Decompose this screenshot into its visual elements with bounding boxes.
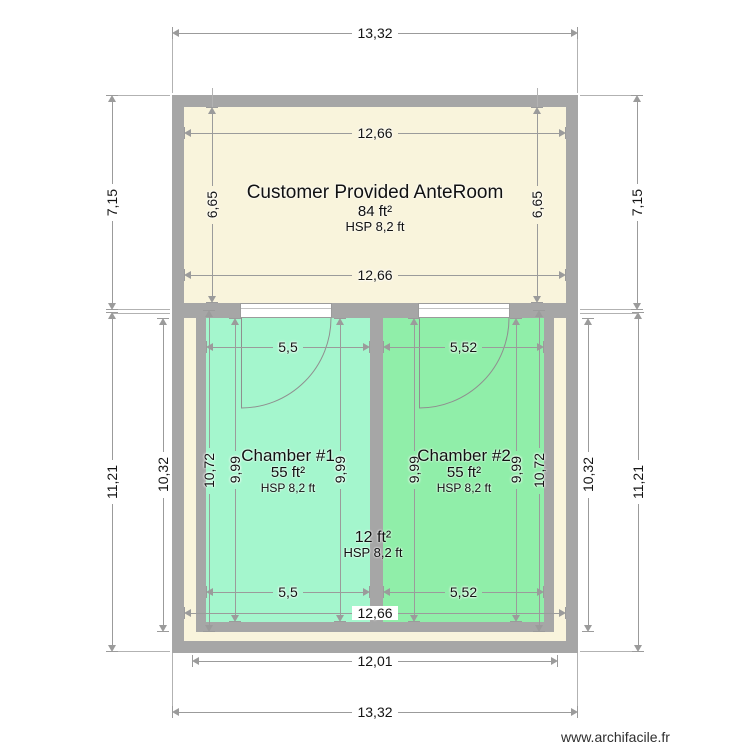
door-chamber-1[interactable] bbox=[240, 303, 332, 318]
dim-chamber1-inner-height-left: 9,99 bbox=[227, 318, 243, 622]
anteroom-area: 84 ft² bbox=[357, 203, 393, 220]
extension-line bbox=[577, 33, 578, 93]
extension-line bbox=[172, 653, 173, 712]
dim-lower-inner-height-left: 10,32 bbox=[155, 318, 171, 633]
chamber-2-name: Chamber #2 bbox=[417, 446, 511, 465]
extension-line bbox=[580, 651, 637, 652]
dim-anteroom-height-left: 6,65 bbox=[204, 107, 220, 303]
dim-upper-height-right: 7,15 bbox=[629, 95, 645, 310]
door-chamber-2[interactable] bbox=[418, 303, 510, 318]
extension-line bbox=[580, 313, 637, 314]
dim-chamber2-inner-height-left: 9,99 bbox=[406, 318, 422, 622]
extension-line bbox=[580, 309, 637, 310]
corridor-area: 12 ft² bbox=[354, 529, 392, 546]
dim-chamber2-width-bottom: 5,52 bbox=[383, 585, 544, 599]
chamber-1-label: Chamber #1 55 ft² HSP 8,2 ft bbox=[241, 446, 335, 495]
dim-chamber1-inner-height-right: 9,99 bbox=[332, 318, 348, 622]
dim-lower-width-inner: 12,66 bbox=[184, 606, 567, 620]
extension-line bbox=[577, 653, 578, 712]
anteroom-label: Customer Provided AnteRoom 84 ft² HSP 8,… bbox=[247, 182, 504, 234]
extension-line bbox=[212, 88, 213, 107]
dim-lower-height-left: 11,21 bbox=[104, 312, 120, 652]
room-anteroom[interactable] bbox=[184, 107, 566, 303]
extension-line bbox=[112, 313, 170, 314]
dim-anteroom-width-bottom: 12,66 bbox=[184, 268, 567, 282]
extension-line bbox=[112, 95, 170, 96]
chamber-2-ceiling-height: HSP 8,2 ft bbox=[436, 481, 492, 495]
dim-lower-height-right: 11,21 bbox=[630, 312, 646, 652]
extension-line bbox=[172, 33, 173, 93]
dim-chamber2-width-top: 5,52 bbox=[383, 340, 544, 354]
dim-chamber1-width-bottom: 5,5 bbox=[206, 585, 370, 599]
dim-chamber2-outer-height: 10,72 bbox=[531, 310, 547, 633]
chamber-1-ceiling-height: HSP 8,2 ft bbox=[260, 481, 316, 495]
chamber-1-area: 55 ft² bbox=[270, 464, 306, 481]
corridor-label: 12 ft² HSP 8,2 ft bbox=[343, 529, 402, 560]
dim-bottom-width: 13,32 bbox=[172, 705, 579, 719]
extension-line bbox=[112, 651, 170, 652]
dim-top-width: 13,32 bbox=[172, 26, 579, 40]
anteroom-name: Customer Provided AnteRoom bbox=[246, 182, 504, 203]
chamber-2-area: 55 ft² bbox=[446, 464, 482, 481]
archifacile-watermark: www.archifacile.fr bbox=[561, 729, 670, 745]
corridor-ceiling-height: HSP 8,2 ft bbox=[343, 545, 403, 560]
extension-line bbox=[580, 95, 637, 96]
extension-line bbox=[112, 309, 170, 310]
dim-upper-height-left: 7,15 bbox=[104, 95, 120, 310]
extension-line bbox=[537, 88, 538, 107]
chamber-1-name: Chamber #1 bbox=[241, 446, 335, 465]
dim-anteroom-height-right: 6,65 bbox=[529, 107, 545, 303]
chamber-2-label: Chamber #2 55 ft² HSP 8,2 ft bbox=[417, 446, 511, 495]
dim-lower-width-base: 12,01 bbox=[192, 654, 559, 668]
anteroom-ceiling-height: HSP 8,2 ft bbox=[345, 219, 405, 234]
dim-lower-inner-height-right: 10,32 bbox=[580, 318, 596, 633]
dim-chamber2-inner-height-right: 9,99 bbox=[508, 318, 524, 622]
dim-chamber1-width-top: 5,5 bbox=[206, 340, 370, 354]
dim-anteroom-width-top: 12,66 bbox=[184, 126, 567, 140]
dim-chamber1-outer-height: 10,72 bbox=[201, 310, 217, 633]
